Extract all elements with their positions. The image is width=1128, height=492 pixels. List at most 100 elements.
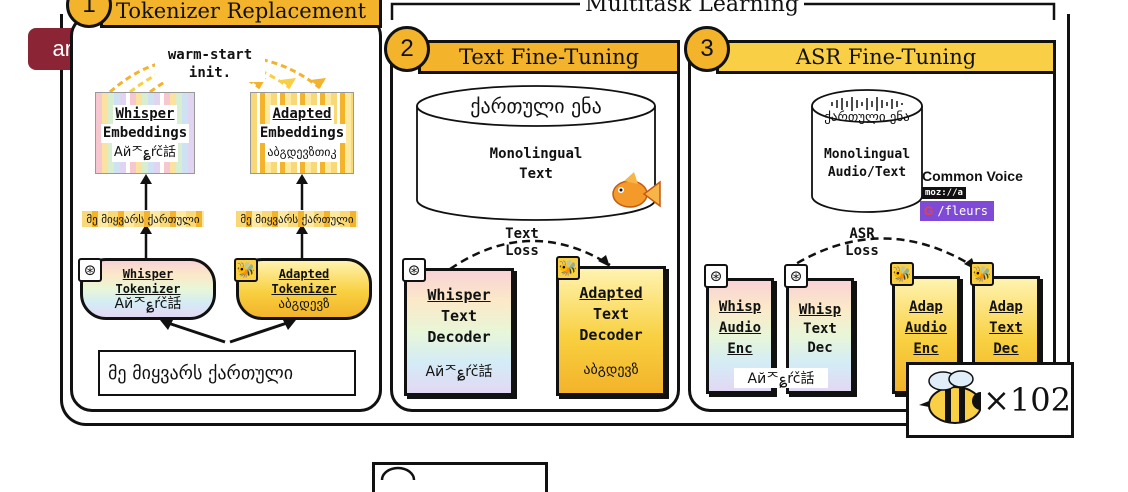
bee-icon: 🐝 bbox=[556, 256, 580, 280]
adap-enc-l2: Audio bbox=[904, 320, 948, 336]
text-cyl-l2: Text bbox=[519, 166, 553, 182]
whisper-emb-l1: Whisper bbox=[113, 104, 177, 124]
text-cylinder-label: Monolingual Text bbox=[414, 144, 658, 184]
asr-script-label: Айᄌ؏ŕč話 bbox=[734, 368, 828, 388]
audio-cyl-l2: Audio/Text bbox=[827, 165, 907, 180]
whisper-dec-l2: Text bbox=[440, 307, 478, 325]
partial-bottom-box bbox=[372, 462, 548, 492]
adapted-tokenizer: Adapted Tokenizer აბგდევზ bbox=[236, 258, 372, 320]
step2-title: Text Fine-Tuning bbox=[458, 45, 640, 69]
audio-cyl-l1: Monolingual bbox=[823, 147, 911, 162]
step3-number-text: 3 bbox=[700, 35, 714, 62]
whisper-tok-l2: Tokenizer bbox=[115, 281, 181, 296]
bee-icon: 🐝 bbox=[890, 262, 914, 286]
text-loss-label: Text Loss bbox=[492, 226, 552, 260]
adapted-emb-l1: Adapted bbox=[270, 104, 334, 124]
whisp-enc-l1: Whisp bbox=[718, 299, 762, 315]
input-text-box: მე მიყვარს ქართული bbox=[98, 350, 356, 396]
adap-dec-l2: Text bbox=[989, 320, 1023, 336]
text-dataset-cylinder bbox=[416, 85, 656, 221]
step1-title: Tokenizer Replacement bbox=[115, 0, 367, 23]
fleurs-text: /fleurs bbox=[937, 204, 988, 218]
soundwave-icon bbox=[831, 97, 903, 111]
adapted-token-strip: მე მიყვარს ქართული bbox=[236, 211, 358, 227]
mozilla-logo: moz://a bbox=[922, 187, 966, 199]
openai-logo-icon: ⊛ bbox=[704, 264, 728, 288]
adapted-dec-l2: Text bbox=[592, 305, 630, 323]
adapted-token-strip-text: მე მიყვარს ქართული bbox=[240, 212, 354, 226]
text-loss-l2: Loss bbox=[505, 243, 539, 259]
step3-header: ASR Fine-Tuning bbox=[716, 40, 1056, 74]
multitask-label-text: Multitask Learning bbox=[585, 0, 799, 17]
adapted-text-decoder: Adapted Text Decoder აბგდევზ bbox=[556, 266, 666, 396]
adapted-dec-l3: Decoder bbox=[579, 326, 643, 344]
adapted-tok-script: აბგდევზ bbox=[278, 296, 330, 312]
step2-number-text: 2 bbox=[400, 35, 414, 62]
adap-enc-l1: Adap bbox=[909, 299, 943, 315]
warm-start-label: warm-start init. bbox=[155, 46, 265, 82]
text-cylinder-title: ქართული ენა bbox=[414, 94, 658, 118]
whisper-tokenizer: Whisper Tokenizer Айᄌ؏ŕč話 bbox=[80, 258, 216, 320]
asr-loss-label: ASR Loss bbox=[832, 226, 892, 260]
init-text: init. bbox=[188, 65, 232, 81]
adap-dec-l1: Adap bbox=[989, 299, 1023, 315]
whisper-text-decoder: Whisper Text Decoder Айᄌ؏ŕč話 bbox=[404, 268, 514, 396]
step1-header: Tokenizer Replacement bbox=[100, 0, 382, 28]
whisper-dec-script: Айᄌ؏ŕč話 bbox=[425, 364, 493, 380]
text-loss-arrow bbox=[449, 239, 611, 271]
step3-title: ASR Fine-Tuning bbox=[795, 45, 977, 69]
audio-cylinder-label: Monolingual Audio/Text bbox=[808, 146, 926, 182]
whisp-dec-l3: Dec bbox=[807, 340, 833, 356]
common-voice-label: Common Voice bbox=[922, 168, 1023, 184]
asr-loss-l1: ASR bbox=[849, 226, 875, 242]
whisper-emb-l2: Embeddings bbox=[100, 123, 190, 143]
goldfish-icon bbox=[612, 172, 661, 208]
bee-icon: 🐝 bbox=[970, 262, 994, 286]
openai-logo-icon: ⊛ bbox=[78, 258, 102, 282]
mozilla-text: moz://a bbox=[925, 188, 963, 198]
openai-logo-icon: ⊛ bbox=[784, 264, 808, 288]
bee-icon bbox=[919, 370, 982, 424]
audio-cyl-title-text: ქართული ენა bbox=[824, 110, 910, 125]
bee-icon: 🐝 bbox=[234, 258, 258, 282]
adapted-dec-l1: Adapted bbox=[579, 284, 643, 302]
asr-loss-l2: Loss bbox=[845, 243, 879, 259]
whisper-emb-script: Айᄌ؏ŕč話 bbox=[111, 142, 179, 162]
asr-script-text: Айᄌ؏ŕč話 bbox=[747, 371, 815, 387]
adapted-emb-script: აბგდევზთიკ bbox=[265, 142, 339, 162]
step3-number: 3 bbox=[684, 26, 730, 72]
multitask-label: Multitask Learning bbox=[580, 0, 804, 17]
whisp-dec-l2: Text bbox=[803, 321, 837, 337]
partial-logo-icon bbox=[380, 466, 416, 480]
audio-cylinder-title: ქართული ენა bbox=[810, 110, 924, 125]
multiplier-text: ×102 bbox=[983, 381, 1071, 419]
whisper-tok-script: Айᄌ؏ŕč話 bbox=[114, 295, 182, 312]
whisper-token-strip: მე მიყვარს ქართული bbox=[82, 211, 204, 227]
whisper-tok-l1: Whisper bbox=[122, 266, 174, 281]
multiplier-box: ×102 bbox=[906, 362, 1074, 438]
whisper-dec-l3: Decoder bbox=[427, 328, 491, 346]
adapted-tok-l2: Tokenizer bbox=[271, 281, 337, 296]
whisp-enc-l2: Audio bbox=[718, 320, 762, 336]
common-voice-text: Common Voice bbox=[922, 168, 1023, 184]
whisper-embeddings: Whisper Embeddings Айᄌ؏ŕč話 bbox=[95, 92, 195, 174]
adapted-emb-l2: Embeddings bbox=[257, 123, 347, 143]
openai-logo-icon: ⊛ bbox=[402, 258, 426, 282]
step2-header: Text Fine-Tuning bbox=[418, 40, 680, 74]
google-g-icon: G bbox=[924, 204, 934, 218]
text-loss-l1: Text bbox=[505, 226, 539, 242]
whisper-dec-l1: Whisper bbox=[427, 286, 491, 304]
input-text: მე მიყვარს ქართული bbox=[108, 362, 294, 384]
adap-enc-l3: Enc bbox=[913, 341, 939, 357]
adapted-tok-l1: Adapted bbox=[278, 266, 330, 281]
warm-start-arrow-2 bbox=[129, 58, 291, 94]
whisper-token-strip-text: მე მიყვარს ქართული bbox=[86, 212, 200, 226]
step1-number-text: 1 bbox=[82, 0, 96, 18]
outer-frame bbox=[60, 14, 1070, 426]
step2-number: 2 bbox=[384, 26, 430, 72]
step1-arrows bbox=[140, 174, 308, 344]
text-cyl-title-text: ქართული ენა bbox=[470, 94, 602, 118]
adapted-dec-script: აბგდევზ bbox=[583, 362, 639, 378]
whisp-enc-l3: Enc bbox=[727, 341, 753, 357]
fleurs-logo: G /fleurs bbox=[920, 201, 994, 221]
